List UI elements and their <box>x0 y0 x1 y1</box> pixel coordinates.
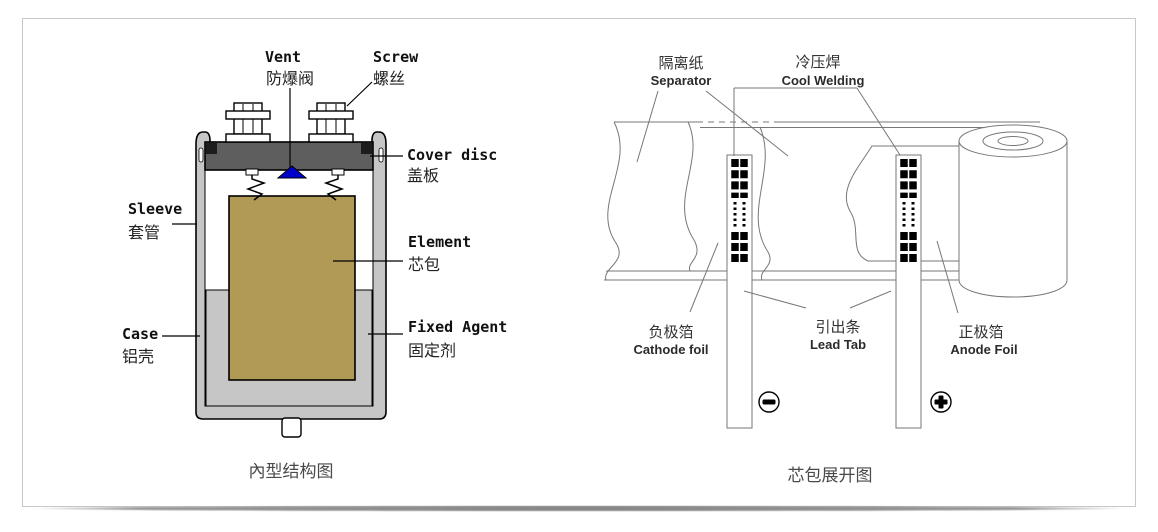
screw-terminal-right <box>308 102 354 143</box>
panel-bottom-shadow <box>28 506 1130 511</box>
right-pointer-lines <box>636 87 959 314</box>
minus-polarity-icon <box>758 391 780 413</box>
crimp-slot-left <box>198 147 204 163</box>
element-region <box>228 195 356 381</box>
vent-label-en: Vent <box>265 48 301 66</box>
right-figure-caption: 芯包展开图 <box>788 466 873 485</box>
vent-valve <box>276 88 308 179</box>
cover-notch-left <box>206 143 217 154</box>
separator-label-zh: 隔离纸 <box>658 55 703 72</box>
vent-label-zh: 防爆阀 <box>266 69 314 88</box>
cover-disc-label-zh: 盖板 <box>407 167 439 185</box>
left-pointer-lines <box>162 81 403 337</box>
bottom-stub <box>281 417 302 438</box>
screw-terminal-left <box>225 102 271 143</box>
case-label-en: Case <box>122 325 158 343</box>
cover-disc-label-en: Cover disc <box>407 146 497 164</box>
sleeve-label-zh: 套管 <box>128 224 160 242</box>
capacitor-structure-figure: Vent 防爆阀 Screw 螺丝 Cover disc 盖板 Sleeve 套… <box>122 48 507 481</box>
band-torn-edge-3 <box>757 126 771 281</box>
cathode-foil-label-zh: 负极箔 <box>648 324 693 341</box>
left-figure-caption: 內型结构图 <box>249 462 334 481</box>
lead-tab-label-zh: 引出条 <box>815 319 860 336</box>
separator-label-en: Separator <box>651 73 712 88</box>
cover-disc-plate <box>204 141 374 171</box>
screw-label-zh: 螺丝 <box>373 70 405 88</box>
internal-lead-tabs <box>245 168 345 201</box>
crimp-slot-right <box>378 147 384 163</box>
cool-welding-label-en: Cool Welding <box>782 73 865 88</box>
anode-foil-label-en: Anode Foil <box>950 342 1017 357</box>
anode-foil-sheet <box>845 145 1041 262</box>
plus-polarity-icon <box>930 391 952 413</box>
capacitor-case <box>195 131 387 438</box>
cover-notch-right <box>361 143 372 154</box>
fixed-agent-label-en: Fixed Agent <box>408 318 507 336</box>
cover-disc <box>204 141 374 171</box>
fixed-agent-label-zh: 固定剂 <box>408 342 456 360</box>
cool-welding-label-zh: 冷压焊 <box>795 54 840 71</box>
cathode-foil-label-en: Cathode foil <box>633 342 708 357</box>
element-label-zh: 芯包 <box>408 256 440 274</box>
sleeve-label-en: Sleeve <box>128 200 182 218</box>
screw-label-en: Screw <box>373 48 419 66</box>
element-unrolled-figure: 隔离纸 Separator 冷压焊 Cool Welding 负极箔 Catho… <box>604 54 1068 485</box>
case-label-zh: 铝壳 <box>122 348 154 366</box>
wound-roll <box>958 124 1068 298</box>
anode-foil-label-zh: 正极箔 <box>958 324 1003 341</box>
anode-lead-tab-strip <box>895 154 922 429</box>
lead-tab-label-en: Lead Tab <box>810 337 866 352</box>
element-label-en: Element <box>408 233 471 251</box>
band-torn-edge-2 <box>684 121 698 272</box>
cathode-lead-tab-strip <box>726 154 753 429</box>
vent-triangle <box>276 165 308 179</box>
band-left-torn-edge <box>605 121 621 281</box>
